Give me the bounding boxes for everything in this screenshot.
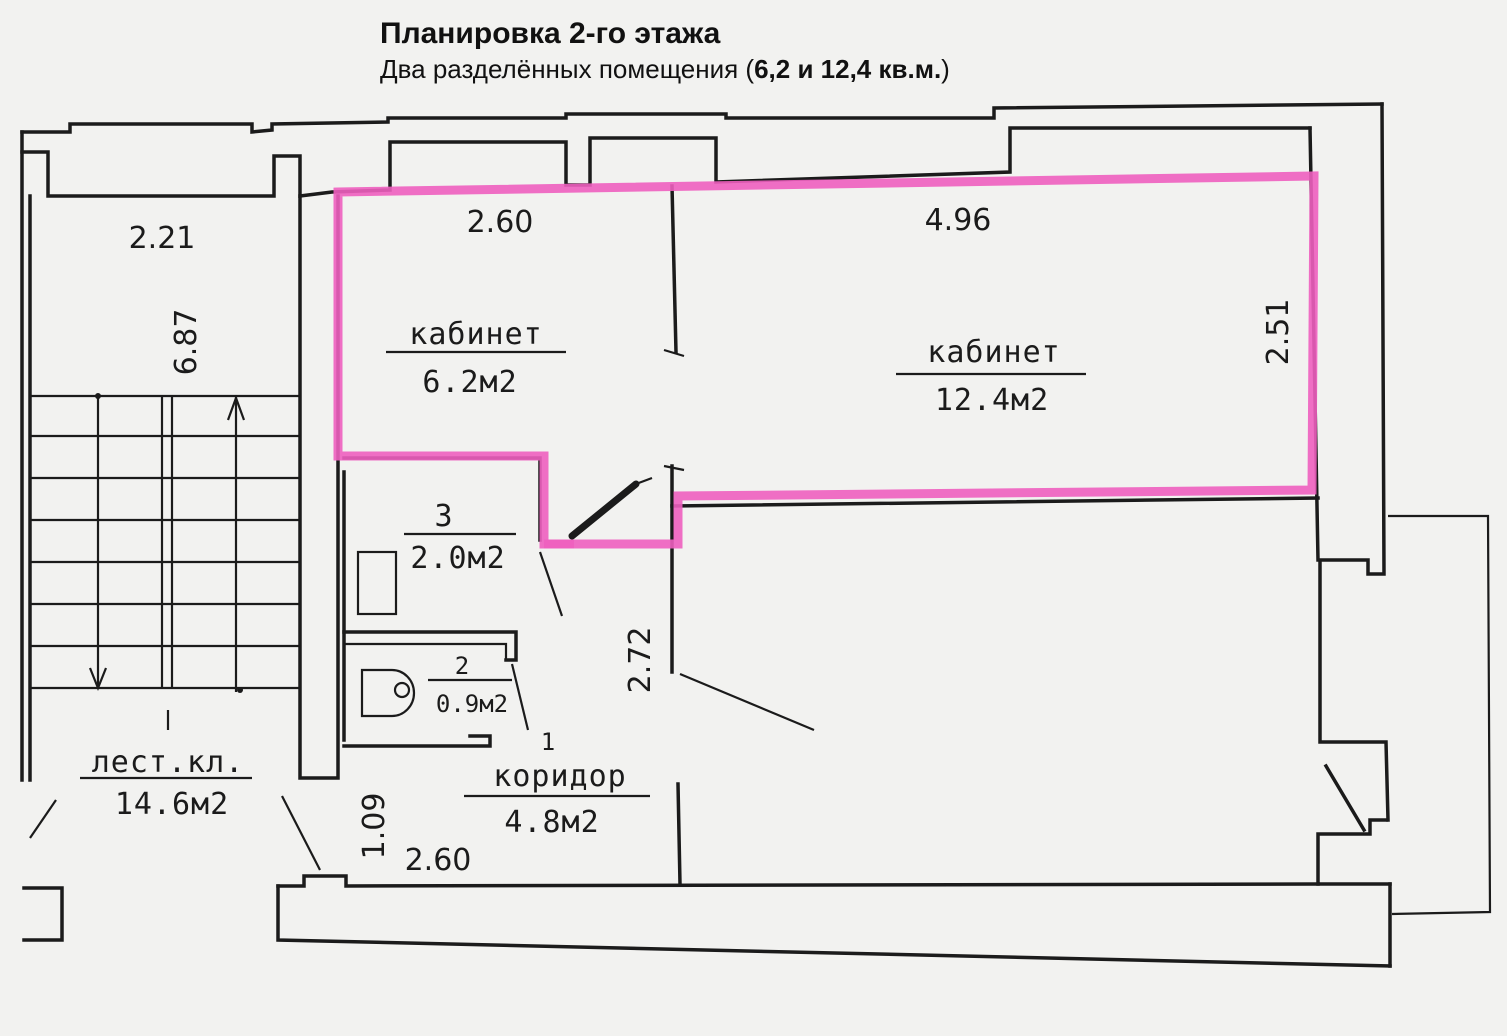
stairwell-area: 14.6м2 bbox=[115, 787, 229, 822]
plan-title: Планировка 2-го этажа bbox=[380, 17, 721, 50]
outer-walls bbox=[20, 102, 1492, 968]
subtitle-areas: 6,2 и 12,4 кв.м. bbox=[754, 54, 942, 84]
room3-fixture bbox=[356, 550, 398, 616]
room2-bottom-wall bbox=[342, 734, 492, 748]
room2-number: 2 bbox=[455, 652, 469, 680]
small-office-name: кабинет bbox=[409, 317, 542, 352]
top-wall-outer bbox=[20, 102, 1384, 134]
dim-stair-length: 6.87 bbox=[169, 309, 204, 376]
corridor-number: 1 bbox=[541, 728, 555, 756]
lower-right-wall bbox=[1316, 818, 1392, 886]
subtitle-suffix: ) bbox=[941, 54, 950, 84]
room3-area: 2.0м2 bbox=[410, 541, 505, 576]
corridor-wall-tick bbox=[663, 464, 685, 472]
corridor-area: 4.8м2 bbox=[504, 805, 599, 840]
office-partition bbox=[670, 184, 678, 354]
bottom-wall-inner bbox=[276, 874, 1320, 888]
bottom-left-stub bbox=[22, 886, 64, 942]
stair-arrow-down-head bbox=[88, 667, 108, 691]
corridor-door-swing bbox=[679, 672, 815, 732]
balcony-outline bbox=[1388, 514, 1492, 916]
dim-corridor-depth: 2.72 bbox=[623, 627, 658, 694]
stairwell bbox=[30, 194, 340, 780]
stair-arrow-dot bbox=[95, 393, 101, 399]
room3-bottom-wall bbox=[342, 630, 518, 662]
small-office-area: 6.2м2 bbox=[422, 365, 517, 400]
header: Планировка 2-го этажа Два разделённых по… bbox=[380, 16, 950, 86]
corridor-name: коридор bbox=[493, 759, 626, 794]
dim-small-office-width: 2.60 bbox=[467, 205, 534, 240]
stair-treads bbox=[30, 434, 300, 690]
subtitle-prefix: Два разделённых помещения ( bbox=[380, 54, 755, 84]
room2-top-wall bbox=[344, 642, 508, 660]
dim-corridor-width: 2.60 bbox=[405, 843, 472, 878]
office-partition-tick bbox=[663, 348, 685, 358]
dim-large-office-width: 4.96 bbox=[925, 203, 992, 238]
door-mark-tail bbox=[635, 476, 653, 486]
highlight-outline bbox=[333, 171, 1319, 549]
lower-right-slope bbox=[1323, 763, 1367, 833]
stair-entry-slope bbox=[29, 799, 57, 839]
room2-door-swing bbox=[510, 663, 530, 731]
corridor-entry-slope bbox=[281, 795, 321, 871]
big-room-top-wall bbox=[670, 496, 1320, 508]
stair-partition-wall bbox=[298, 194, 340, 780]
room2-area: 0.9м2 bbox=[436, 690, 508, 718]
room3-number: 3 bbox=[434, 499, 453, 534]
dimension-labels: 2.21 6.87 2.60 4.96 2.51 2.72 1.09 2.60 bbox=[129, 203, 1296, 878]
toilet-icon bbox=[360, 668, 416, 718]
large-office-name: кабинет bbox=[927, 335, 1060, 370]
dim-entry-depth: 1.09 bbox=[357, 793, 392, 860]
plan-subtitle: Два разделённых помещения (6,2 и 12,4 кв… bbox=[380, 52, 950, 86]
room-labels: кабинет 6.2м2 кабинет 12.4м2 3 2.0м2 2 0… bbox=[80, 317, 1086, 840]
stairwell-name: лест.кл. bbox=[92, 745, 245, 780]
right-wall-outer bbox=[1318, 102, 1390, 822]
stair-arrow-up-head bbox=[226, 394, 246, 421]
dim-stair-width: 2.21 bbox=[129, 221, 196, 256]
door-mark bbox=[568, 480, 640, 540]
corridor-wall-lower bbox=[676, 782, 682, 886]
large-office-area: 12.4м2 bbox=[935, 383, 1049, 418]
bottom-wall-outer bbox=[276, 884, 1392, 968]
dim-large-office-depth: 2.51 bbox=[1261, 299, 1296, 366]
room3-door-swing bbox=[538, 551, 564, 617]
stair-arrow-dot-2 bbox=[237, 687, 243, 693]
toilet-bowl-icon bbox=[393, 681, 411, 699]
